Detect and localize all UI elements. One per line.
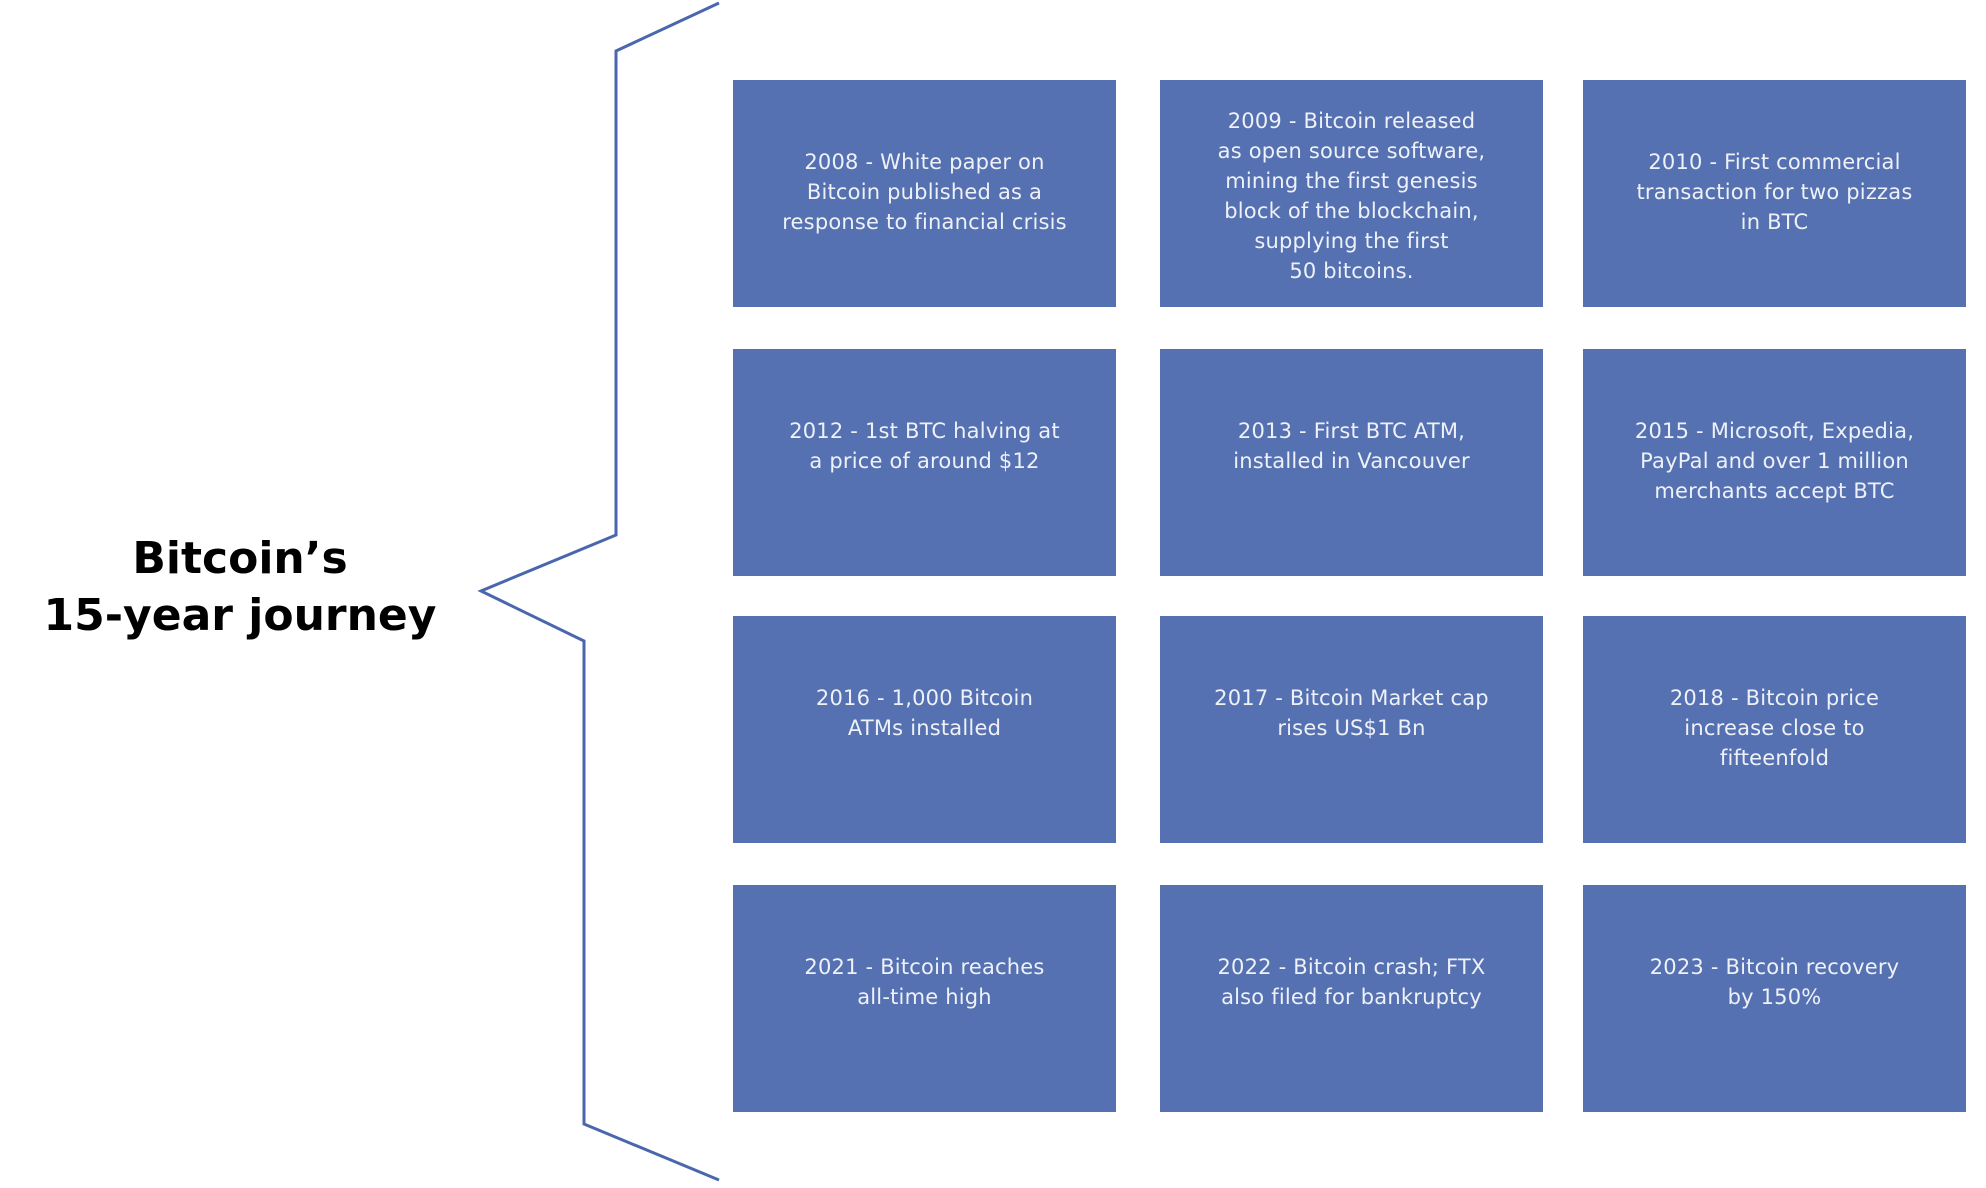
milestone-2012: 2012 - 1st BTC halving at a price of aro… bbox=[733, 349, 1116, 576]
milestone-2015: 2015 - Microsoft, Expedia, PayPal and ov… bbox=[1583, 349, 1966, 576]
milestone-2009: 2009 - Bitcoin released as open source s… bbox=[1160, 80, 1543, 307]
title-line-1: Bitcoin’s bbox=[132, 533, 348, 584]
title-line-2: 15-year journey bbox=[43, 590, 437, 641]
milestone-2017: 2017 - Bitcoin Market cap rises US$1 Bn bbox=[1160, 616, 1543, 843]
milestone-2023: 2023 - Bitcoin recovery by 150% bbox=[1583, 885, 1966, 1112]
milestone-2016: 2016 - 1,000 Bitcoin ATMs installed bbox=[733, 616, 1116, 843]
milestone-2013: 2013 - First BTC ATM, installed in Vanco… bbox=[1160, 349, 1543, 576]
diagram-title: Bitcoin’s 15-year journey bbox=[10, 530, 470, 644]
milestone-2008: 2008 - White paper on Bitcoin published … bbox=[733, 80, 1116, 307]
curly-bracket bbox=[477, 1, 720, 1182]
milestone-2018: 2018 - Bitcoin price increase close to f… bbox=[1583, 616, 1966, 843]
milestone-2010: 2010 - First commercial transaction for … bbox=[1583, 80, 1966, 307]
milestone-2022: 2022 - Bitcoin crash; FTX also filed for… bbox=[1160, 885, 1543, 1112]
milestone-2021: 2021 - Bitcoin reaches all-time high bbox=[733, 885, 1116, 1112]
